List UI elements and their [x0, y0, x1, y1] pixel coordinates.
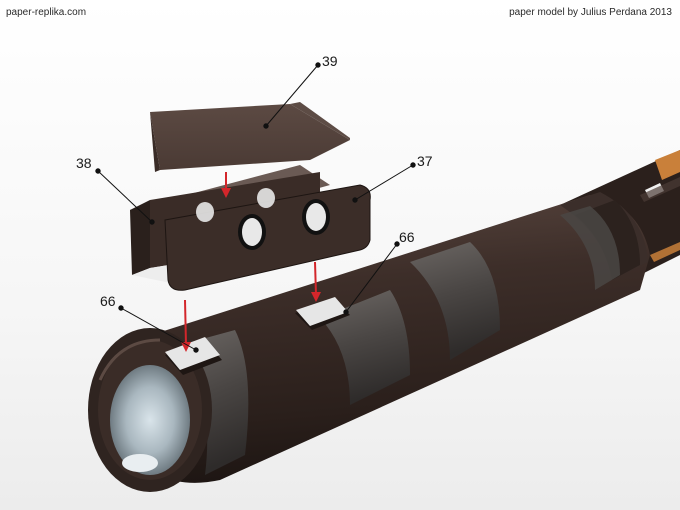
arrow-bracket-to-pad-right: [314, 261, 317, 296]
callout-39: 39: [322, 53, 338, 69]
mounting-pads: [165, 297, 350, 375]
bore-opening: [110, 365, 190, 475]
arrow-bracket-to-pad-left: [184, 299, 187, 346]
assembly-arrows: [181, 172, 321, 352]
callout-66-right: 66: [399, 229, 415, 245]
callout-37: 37: [417, 153, 433, 169]
leader-lines: [95, 62, 416, 353]
bracket-part-37-38: [130, 165, 371, 291]
pad-66-left: [165, 337, 220, 370]
block-part-39: [150, 102, 350, 172]
site-name: paper-replika.com: [6, 7, 87, 18]
callout-38: 38: [76, 155, 92, 171]
callout-66-left: 66: [100, 293, 116, 309]
pad-66-right: [296, 297, 348, 326]
credit-text: paper model by Julius Perdana 2013: [509, 7, 672, 18]
